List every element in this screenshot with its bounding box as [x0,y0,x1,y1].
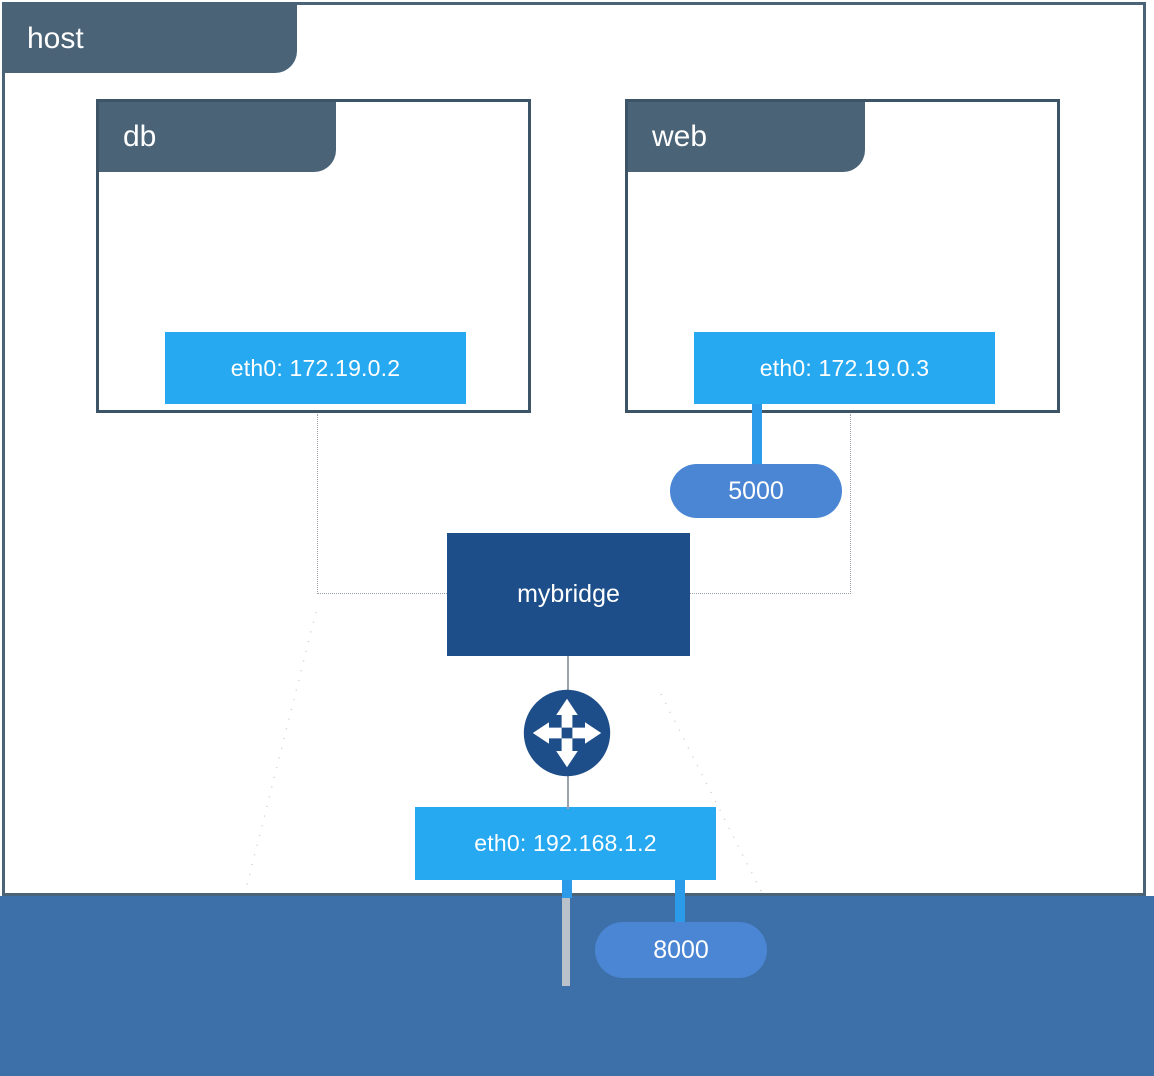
container-db-tab: db [99,102,336,172]
port-badge-5000-label: 5000 [728,476,784,505]
container-db-name: db [123,120,157,153]
container-web-name: web [652,120,708,153]
bridge-network-label: mybridge [517,580,620,608]
interface-chip-web-eth0[interactable]: eth0: 172.19.0.3 [694,332,995,404]
host-band-connector-tick [562,898,570,986]
interface-chip-host-eth0[interactable]: eth0: 192.168.1.2 [415,807,716,880]
port-badge-5000[interactable]: 5000 [670,464,842,518]
external-network-band: external network [0,896,1154,1076]
stub-host-eth0-downlink [562,880,572,898]
port-badge-8000-label: 8000 [653,935,709,964]
container-web-tab: web [628,102,865,172]
bridge-network-mybridge[interactable]: mybridge [447,533,690,656]
host-tab: host [5,5,297,73]
host-tab-label: host [27,22,84,55]
four-way-arrows-icon [523,689,611,777]
port-badge-8000[interactable]: 8000 [595,922,767,978]
stub-host-eth0-to-port-8000 [675,880,685,924]
link-router-to-host-eth0 [567,757,569,809]
interface-chip-db-eth0[interactable]: eth0: 172.19.0.2 [165,332,466,404]
stub-web-to-port-5000 [752,404,762,466]
link-bridge-to-router [567,656,569,708]
connector-db-vertical [317,414,318,594]
interface-chip-web-eth0-label: eth0: 172.19.0.3 [759,354,930,381]
connector-web-vertical [850,414,851,594]
interface-chip-host-eth0-label: eth0: 192.168.1.2 [474,830,657,856]
interface-chip-db-eth0-label: eth0: 172.19.0.2 [230,354,401,381]
